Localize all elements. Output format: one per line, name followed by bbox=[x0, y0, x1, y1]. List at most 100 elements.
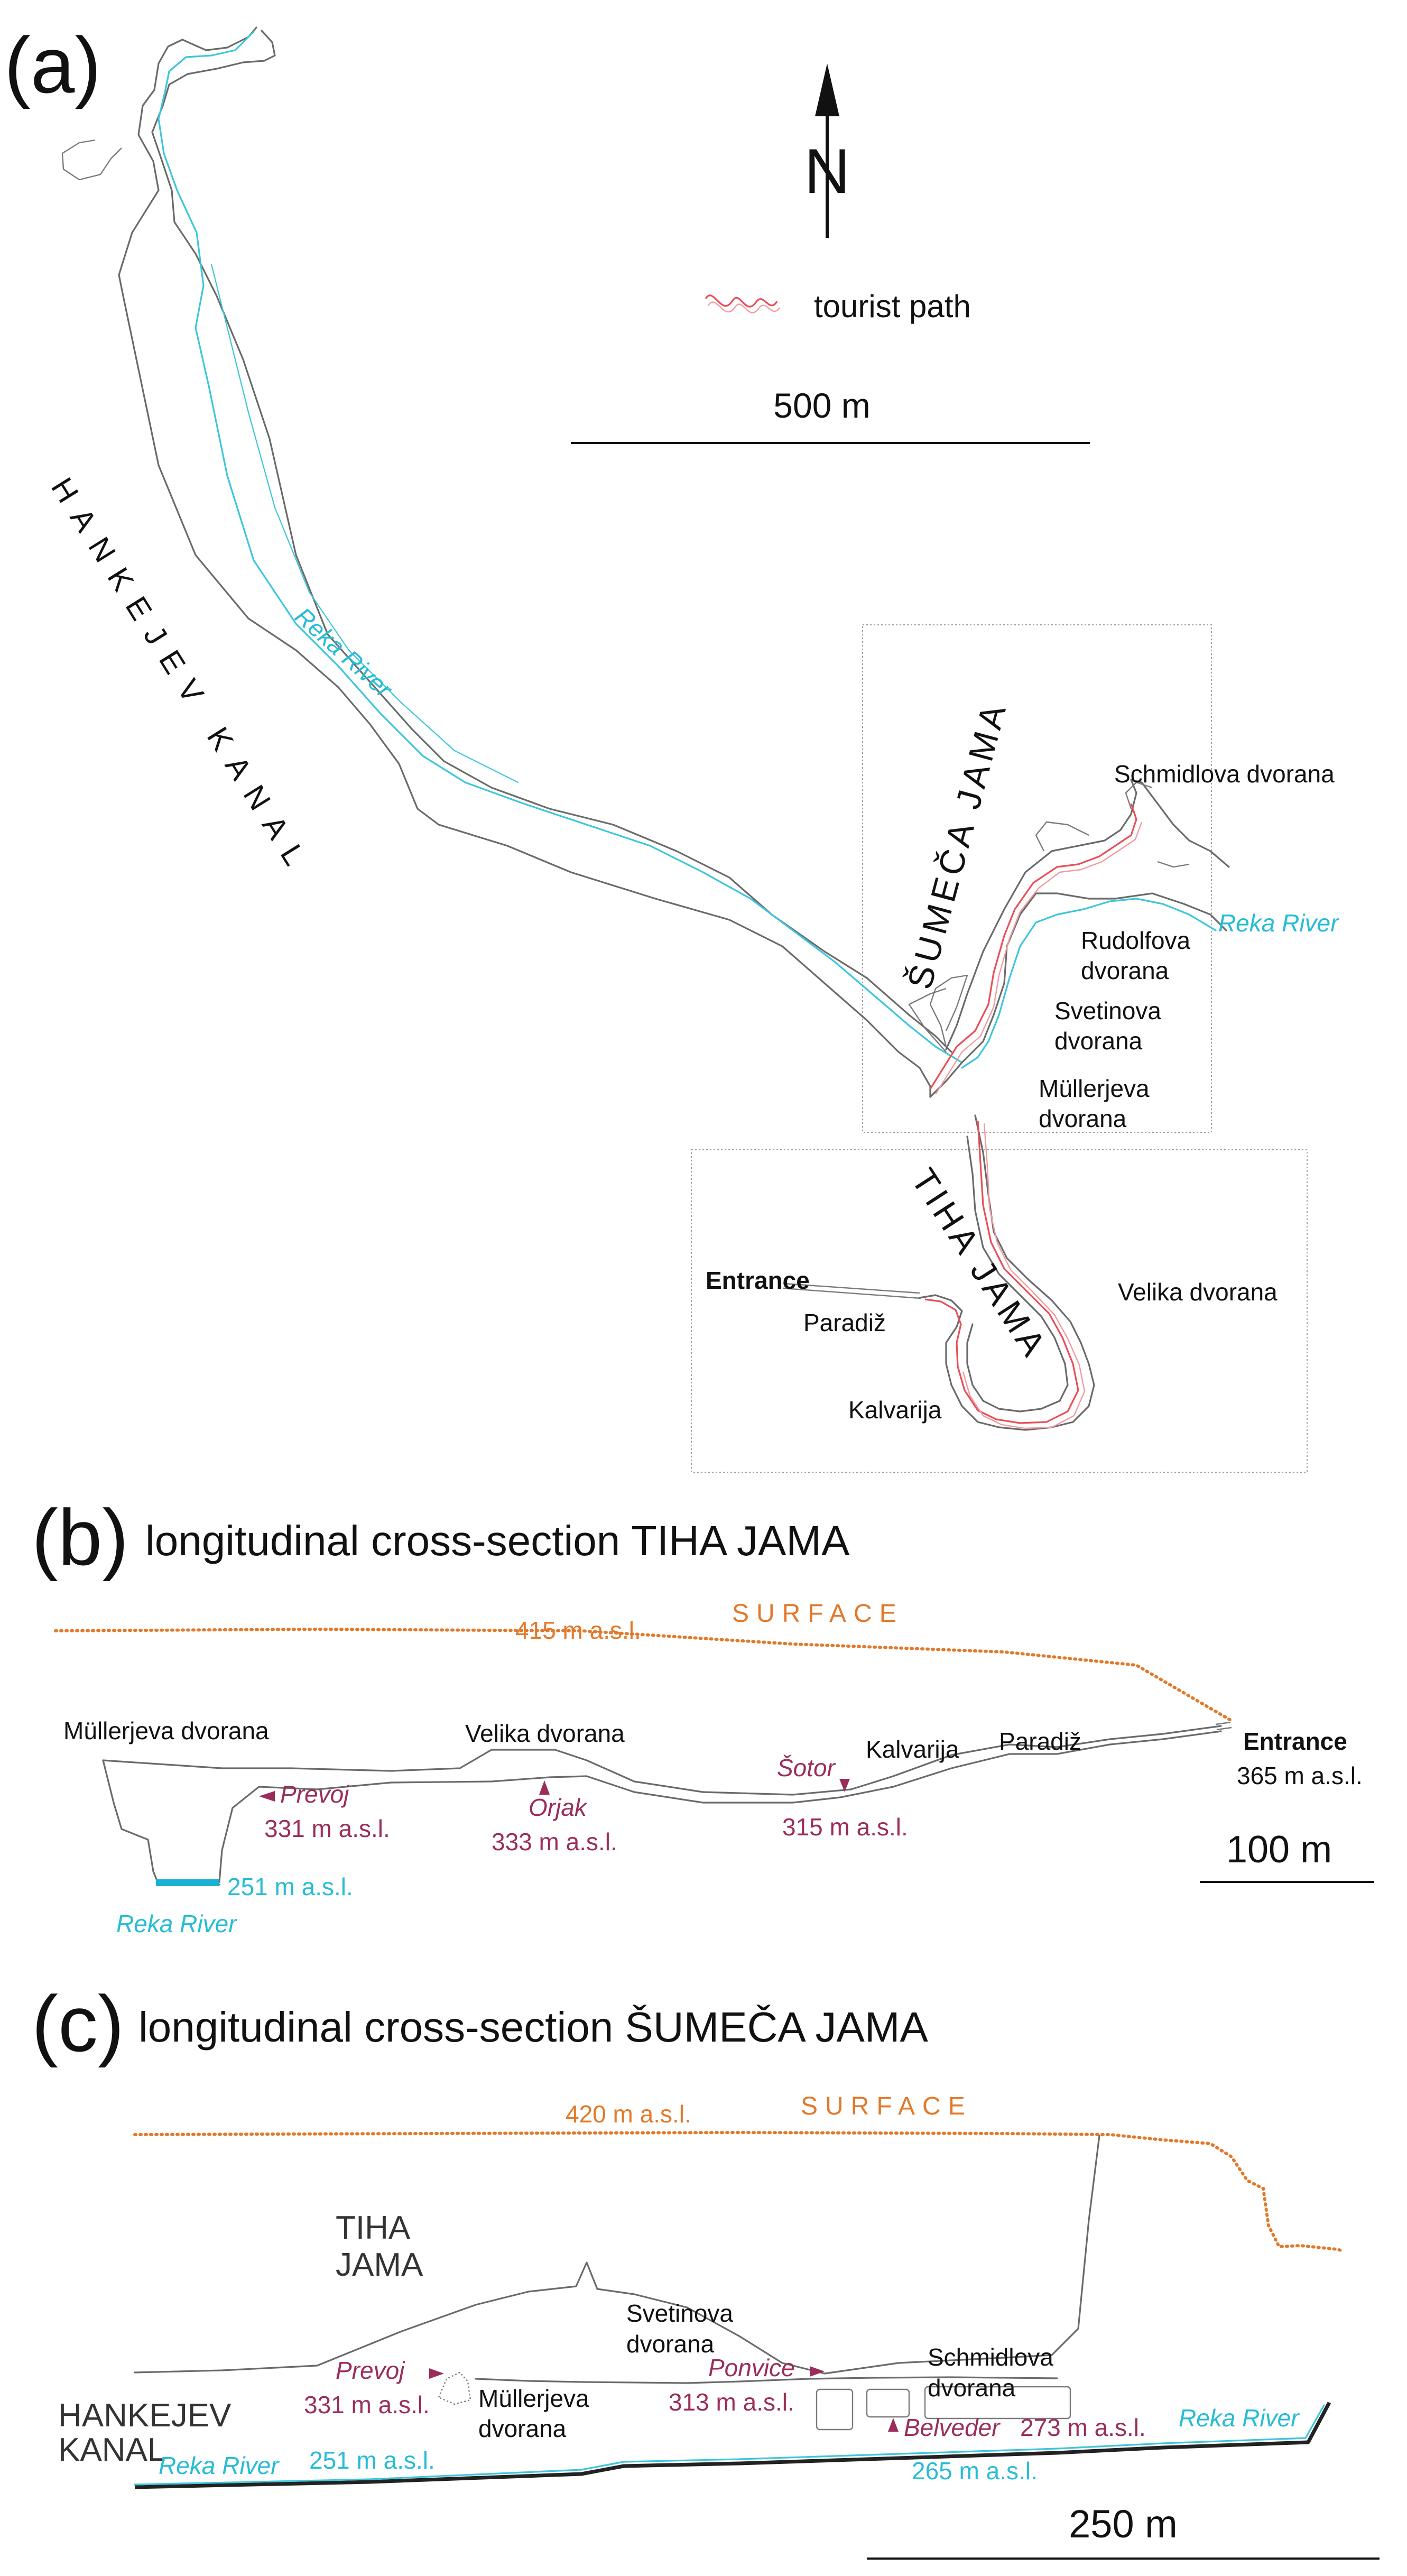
prevoj-marker-icon-c bbox=[429, 2368, 444, 2379]
panel-b-surface-label: SURFACE bbox=[732, 1600, 904, 1628]
tiha-jama-shaft bbox=[102, 1759, 220, 1886]
orjak-marker-icon bbox=[539, 1780, 550, 1795]
panel-b-velika-label: Velika dvorana bbox=[465, 1720, 625, 1747]
prevoj-altitude-b: 331 m a.s.l. bbox=[264, 1815, 390, 1842]
tourist-path-legend-icon bbox=[705, 294, 778, 308]
panel-b-mullerjeva-label: Müllerjeva dvorana bbox=[63, 1717, 269, 1744]
orjak-altitude: 333 m a.s.l. bbox=[492, 1828, 617, 1855]
tourist-path-sumeca bbox=[929, 803, 1137, 1090]
panel-b-scale-label: 100 m bbox=[1226, 1829, 1332, 1871]
tiha-jama-box bbox=[691, 1149, 1308, 1473]
reka-river-pool-b bbox=[156, 1879, 219, 1886]
panel-b-kalvarija-label: Kalvarija bbox=[866, 1735, 959, 1763]
panel-c-mullerjeva-label-2: dvorana bbox=[478, 2415, 567, 2442]
tiha-jama-outline-inner bbox=[966, 1135, 1069, 1412]
ponvice-chamber-1 bbox=[816, 2388, 854, 2431]
belveder-marker-icon bbox=[888, 2418, 899, 2432]
tiha-jama-outline bbox=[919, 1114, 1095, 1431]
panel-c-letter: (c) bbox=[32, 1979, 124, 2068]
panel-c-svetinova-label-2: dvorana bbox=[626, 2330, 715, 2358]
schmidlova-chamber bbox=[924, 2386, 1071, 2420]
sumeca-jama-profile-roof bbox=[134, 2135, 1100, 2375]
north-label: N bbox=[804, 136, 850, 207]
upper-loop-outline bbox=[61, 139, 122, 181]
surface-line-b bbox=[54, 1627, 1233, 1722]
ponvice-label: Ponvice bbox=[708, 2354, 795, 2381]
rudolfova-label-1: Rudolfova bbox=[1081, 927, 1191, 954]
mullerjeva-label-2: dvorana bbox=[1039, 1105, 1127, 1132]
panel-c-hankejev-label-2: KANAL bbox=[58, 2432, 165, 2468]
hankejev-kanal-outline-inner bbox=[151, 30, 952, 1053]
entrance-tunnel bbox=[783, 1282, 921, 1299]
sotor-label: Šotor bbox=[777, 1754, 836, 1781]
panel-a-scale-label: 500 m bbox=[773, 386, 870, 425]
panel-c-sumeca-jama-section: (c) longitudinal cross-section ŠUMEČA JA… bbox=[32, 1979, 1380, 2560]
tourist-path-tiha bbox=[924, 1120, 1079, 1424]
paradiz-label: Paradiž bbox=[803, 1309, 886, 1336]
tiha-jama-label: TIHA JAMA bbox=[904, 1161, 1056, 1366]
sotor-altitude: 315 m a.s.l. bbox=[782, 1813, 908, 1841]
entrance-label: Entrance bbox=[706, 1267, 810, 1294]
panel-b-tiha-jama-section: (b) longitudinal cross-section TIHA JAMA… bbox=[32, 1493, 1374, 1937]
panel-c-surface-label: SURFACE bbox=[801, 2092, 973, 2120]
reka-river-label-2: Reka River bbox=[1218, 909, 1339, 937]
sumeca-jama-outline bbox=[929, 892, 1227, 1098]
prevoj-label-b: Prevoj bbox=[280, 1780, 350, 1808]
panel-a-plan-view: (a) N tourist path 500 m bbox=[4, 21, 1339, 1473]
panel-b-letter: (b) bbox=[32, 1493, 128, 1582]
panel-a-letter: (a) bbox=[4, 21, 101, 109]
tiha-label-2: JAMA bbox=[336, 2247, 423, 2283]
panel-b-title: longitudinal cross-section TIHA JAMA bbox=[145, 1517, 850, 1564]
panel-c-title: longitudinal cross-section ŠUMEČA JAMA bbox=[138, 2003, 929, 2051]
panel-b-surface-altitude: 415 m a.s.l. bbox=[515, 1617, 641, 1644]
tourist-path-legend-icon-shadow bbox=[707, 301, 781, 313]
tiha-label-1: TIHA bbox=[336, 2210, 411, 2246]
panel-b-reka-river-label: Reka River bbox=[116, 1910, 237, 1937]
belveder-altitude: 273 m a.s.l. bbox=[1020, 2414, 1146, 2441]
sotor-marker-icon bbox=[839, 1779, 850, 1792]
panel-b-entrance-altitude: 365 m a.s.l. bbox=[1237, 1762, 1363, 1789]
sumeca-jama-label: ŠUMEČA JAMA bbox=[900, 696, 1014, 993]
tourist-path-tiha-shadow bbox=[962, 1123, 1086, 1429]
ponvice-altitude: 313 m a.s.l. bbox=[669, 2388, 794, 2416]
schmidlova-dvorana-label: Schmidlova dvorana bbox=[1114, 760, 1335, 788]
reka-river-c bbox=[134, 2404, 1325, 2486]
tiha-jama-profile bbox=[102, 1725, 1222, 1883]
hankejev-kanal-label: HANKEJEV KANAL bbox=[44, 472, 319, 883]
orjak-label: Orjak bbox=[529, 1794, 588, 1821]
tourist-path-sumeca-shadow bbox=[934, 821, 1143, 1095]
panel-c-hankejev-label-1: HANKEJEV bbox=[58, 2397, 232, 2434]
mullerjeva-label-1: Müllerjeva bbox=[1039, 1075, 1150, 1102]
sumeca-jama-outline-upper bbox=[945, 779, 1230, 1050]
sumeca-jama-profile-floor bbox=[475, 2376, 1058, 2384]
reka-river-hankejev bbox=[158, 31, 963, 1064]
svetinova-label-1: Svetinova bbox=[1054, 997, 1161, 1024]
river-channel-floor bbox=[134, 2402, 1331, 2489]
ponvice-chamber-2 bbox=[866, 2388, 910, 2418]
panel-c-mullerjeva-label-1: Müllerjeva bbox=[478, 2385, 589, 2412]
kalvarija-label: Kalvarija bbox=[848, 1396, 942, 1424]
sumeca-jama-side-passage bbox=[929, 781, 1190, 1047]
panel-c-schmidlova-label-2: dvorana bbox=[928, 2374, 1016, 2402]
svetinova-label-2: dvorana bbox=[1054, 1027, 1143, 1055]
sumeca-jama-branch-west bbox=[908, 987, 947, 1052]
panel-b-entrance-label: Entrance bbox=[1243, 1728, 1347, 1755]
rudolfova-label-2: dvorana bbox=[1081, 957, 1169, 984]
panel-c-schmidlova-label-1: Schmidlova bbox=[928, 2343, 1053, 2371]
ponvice-marker-icon bbox=[810, 2366, 825, 2377]
prevoj-marker-icon bbox=[259, 1791, 275, 1802]
reka-river-label-1: Reka River bbox=[290, 602, 398, 704]
panel-c-river-left-altitude: 251 m a.s.l. bbox=[309, 2446, 435, 2474]
panel-c-surface-altitude: 420 m a.s.l. bbox=[566, 2100, 691, 2128]
panel-c-scale-label: 250 m bbox=[1069, 2502, 1178, 2546]
surface-line-c bbox=[133, 2130, 1344, 2252]
hankejev-kanal-outline bbox=[118, 26, 931, 1098]
panel-c-river-right-altitude: 265 m a.s.l. bbox=[912, 2457, 1038, 2485]
reka-river-hankejev-branch bbox=[210, 263, 519, 783]
panel-c-svetinova-label-1: Svetinova bbox=[626, 2300, 733, 2327]
panel-b-paradiz-label: Paradiž bbox=[999, 1728, 1081, 1755]
sumeca-jama-box bbox=[862, 624, 1212, 1133]
velika-dvorana-label: Velika dvorana bbox=[1118, 1278, 1278, 1306]
prevoj-label-c: Prevoj bbox=[336, 2357, 405, 2384]
